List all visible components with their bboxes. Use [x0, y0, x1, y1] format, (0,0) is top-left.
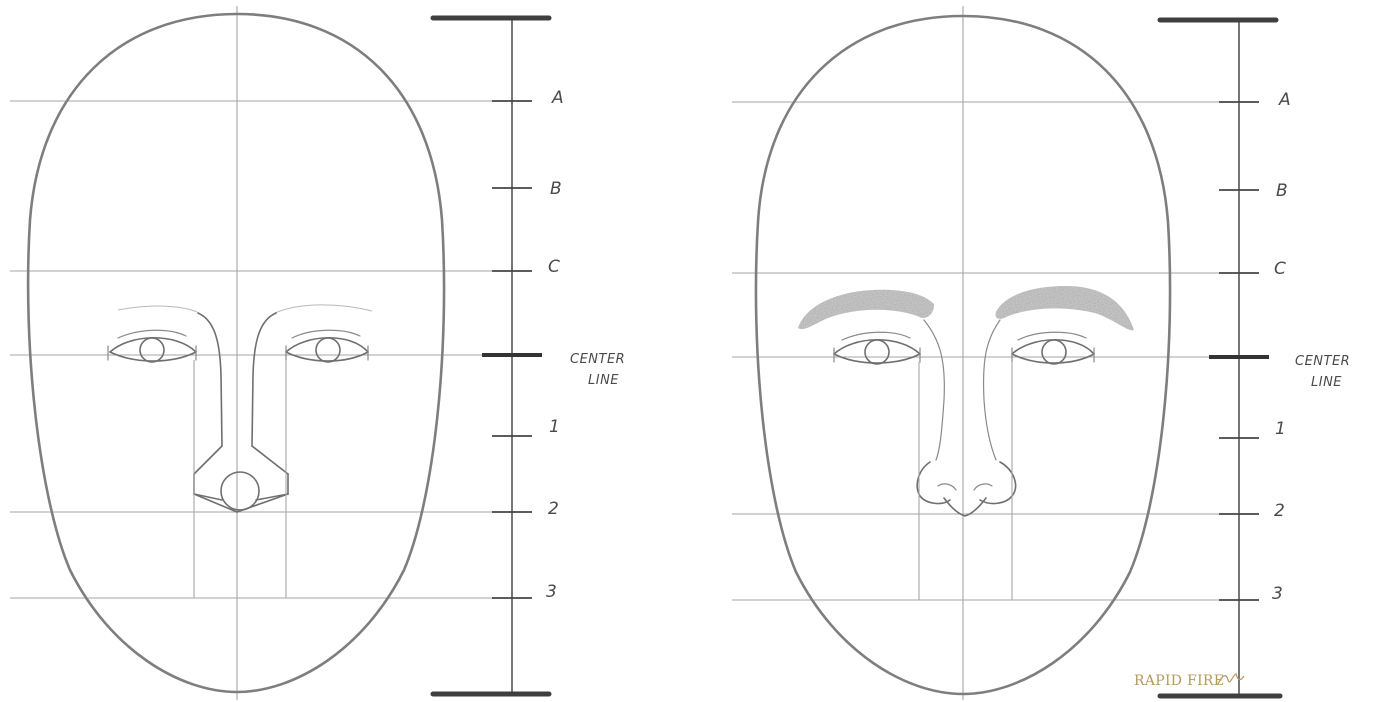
proportion-ruler [1160, 20, 1280, 696]
refined-nose [917, 320, 1015, 516]
label-3: 3 [1272, 584, 1283, 604]
brand-text: RAPID FIRE [1134, 673, 1224, 689]
right-eye [286, 330, 368, 362]
label-c: C [1274, 259, 1286, 279]
right-eyebrow-tone [995, 286, 1134, 330]
left-face-drawing: A B C CENTER LINE 1 2 3 [10, 6, 625, 700]
label-2: 2 [548, 499, 559, 519]
label-line: LINE [1311, 375, 1342, 390]
ruler-labels: A B C CENTER LINE 1 2 3 [546, 88, 625, 602]
right-face-drawing: A B C CENTER LINE 1 2 3 RAPID FIRE [732, 6, 1350, 700]
label-a: A [551, 88, 564, 108]
ruler-labels: A B C CENTER LINE 1 2 3 [1272, 90, 1350, 604]
label-1: 1 [1275, 419, 1286, 439]
label-center: CENTER [570, 352, 625, 367]
right-eye [1012, 332, 1094, 364]
label-b: B [1276, 181, 1288, 201]
proportion-ruler [433, 18, 549, 694]
left-eye [834, 332, 920, 364]
eyebrows [798, 286, 1134, 330]
brand-watermark: RAPID FIRE [1134, 673, 1244, 689]
nose-construction [194, 313, 288, 512]
left-eyebrow-tone [798, 290, 934, 329]
label-3: 3 [546, 582, 557, 602]
head-outline [28, 14, 444, 692]
label-center: CENTER [1295, 354, 1350, 369]
brow-guide-left [118, 306, 197, 312]
label-line: LINE [588, 373, 619, 388]
label-a: A [1278, 90, 1291, 110]
left-eye [108, 330, 196, 362]
brow-guide-right [275, 305, 372, 313]
label-b: B [550, 179, 562, 199]
label-1: 1 [549, 417, 560, 437]
label-2: 2 [1274, 501, 1285, 521]
label-c: C [548, 257, 560, 277]
